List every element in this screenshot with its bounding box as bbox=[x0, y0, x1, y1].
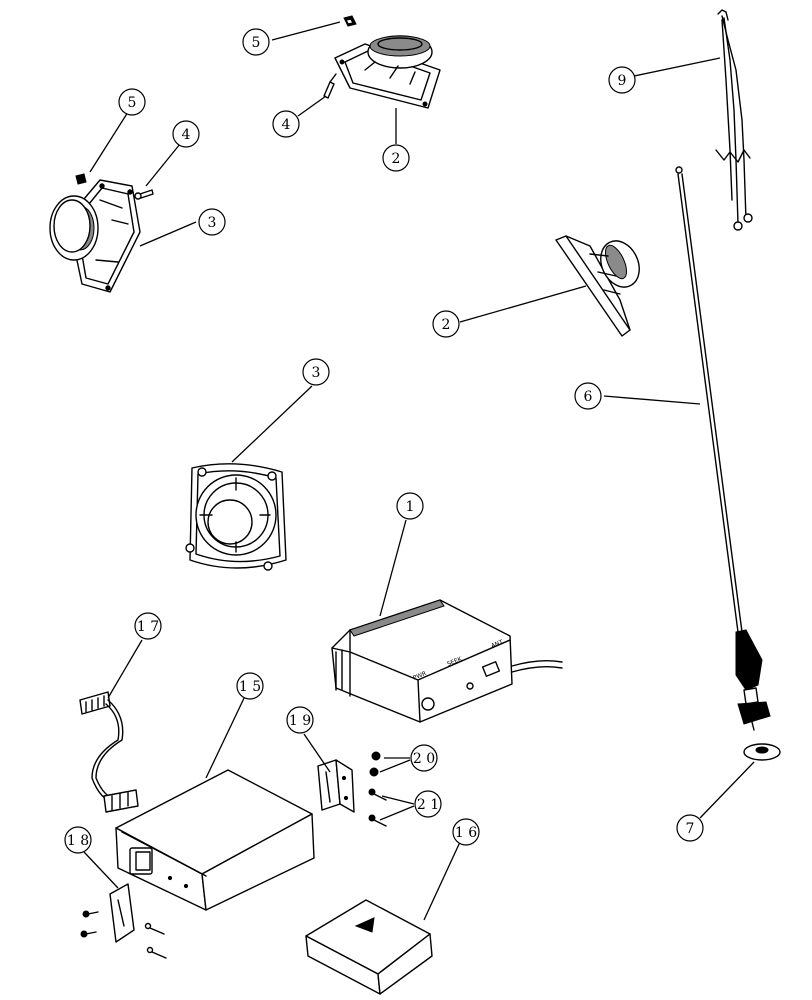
bracket-nineteen bbox=[317, 759, 355, 813]
speaker-center-square bbox=[185, 463, 287, 571]
callout-9-label: 9 bbox=[618, 73, 627, 89]
radio-label-pwr: PWR bbox=[412, 670, 427, 682]
callout-15: 1 5 bbox=[236, 672, 264, 700]
callout-2-side: 2 bbox=[432, 310, 460, 338]
callout-16-label: 1 6 bbox=[455, 825, 477, 841]
radio-unit: PWR SEEK ANT bbox=[331, 599, 563, 723]
callout-1: 1 bbox=[396, 492, 424, 520]
speaker-screw-top bbox=[323, 73, 337, 99]
callout-3-center-label: 3 bbox=[312, 365, 321, 381]
callout-20: 2 0 bbox=[410, 744, 438, 772]
callout-5-left-label: 5 bbox=[128, 95, 137, 111]
oval-speaker-top bbox=[334, 35, 441, 109]
callout-2-top-label: 2 bbox=[392, 151, 401, 167]
callout-4-top-label: 4 bbox=[282, 117, 291, 133]
connector-harness bbox=[79, 691, 139, 813]
callout-19-label: 1 9 bbox=[289, 713, 311, 729]
callout-4-top: 4 bbox=[272, 110, 300, 138]
callout-7-label: 7 bbox=[686, 821, 695, 837]
callout-4-left-label: 4 bbox=[182, 127, 191, 143]
callout-17: 1 7 bbox=[134, 612, 162, 640]
callout-21: 2 1 bbox=[414, 790, 442, 818]
callout-18-label: 1 8 bbox=[67, 833, 89, 849]
mounting-box bbox=[115, 769, 315, 911]
callout-6: 6 bbox=[574, 382, 602, 410]
callout-17-label: 1 7 bbox=[137, 619, 159, 635]
callout-18: 1 8 bbox=[64, 826, 92, 854]
speaker-clip-left bbox=[75, 173, 87, 185]
screws-twenty bbox=[369, 751, 381, 777]
speaker-clip-top bbox=[343, 15, 357, 27]
speaker-left-angled bbox=[49, 179, 141, 293]
callout-3-left-label: 3 bbox=[208, 215, 217, 231]
antenna-grommet bbox=[743, 743, 781, 761]
callout-19: 1 9 bbox=[286, 706, 314, 734]
bracket-small bbox=[80, 883, 167, 959]
callout-5-top-label: 5 bbox=[252, 35, 261, 51]
callout-6-label: 6 bbox=[584, 389, 593, 405]
callout-21-label: 2 1 bbox=[417, 797, 439, 813]
callout-1-label: 1 bbox=[406, 499, 415, 515]
callout-9: 9 bbox=[608, 66, 636, 94]
callout-4-left: 4 bbox=[172, 120, 200, 148]
callout-3-center: 3 bbox=[302, 358, 330, 386]
callout-3-left: 3 bbox=[198, 208, 226, 236]
callout-2-top: 2 bbox=[382, 144, 410, 172]
speaker-screw-left bbox=[134, 189, 154, 200]
callout-15-label: 1 5 bbox=[239, 679, 261, 695]
callout-5-left: 5 bbox=[118, 88, 146, 116]
cover-plate bbox=[305, 899, 433, 995]
callout-16: 1 6 bbox=[452, 818, 480, 846]
callout-2-side-label: 2 bbox=[442, 317, 451, 333]
callout-20-label: 2 0 bbox=[413, 751, 435, 767]
callout-5-top: 5 bbox=[242, 28, 270, 56]
antenna-mast bbox=[675, 166, 771, 731]
wire-harness bbox=[715, 9, 753, 231]
oval-speaker-side bbox=[555, 235, 640, 337]
callout-7: 7 bbox=[676, 814, 704, 842]
radio-label-ant: ANT bbox=[490, 639, 504, 650]
screws-twentyone bbox=[368, 788, 387, 827]
leader-lines bbox=[83, 21, 755, 921]
